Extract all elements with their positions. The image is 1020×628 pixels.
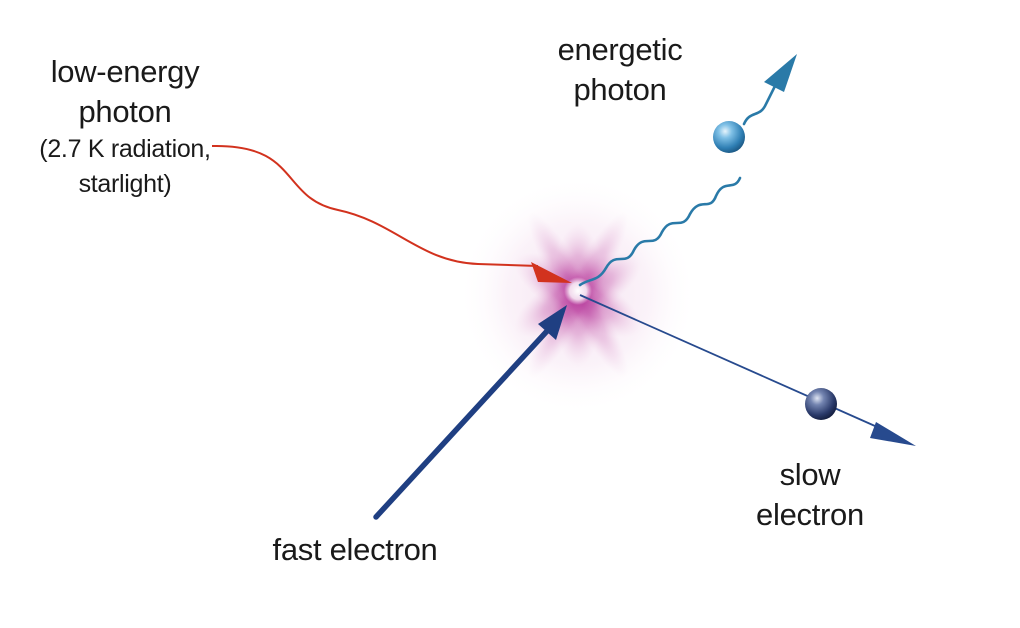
fast-electron-label: fast electron [240, 530, 470, 570]
photon-ball [713, 121, 745, 153]
energetic-photon-wave [578, 54, 797, 287]
low-energy-line4: starlight) [78, 170, 172, 198]
energetic-line1: energetic [557, 32, 683, 67]
low-energy-line1: low-energy [50, 54, 200, 89]
slow-line1: slow [779, 457, 841, 492]
slow-electron-label: slow electron [730, 455, 890, 535]
low-energy-line2: photon [78, 94, 172, 129]
fast-electron-text: fast electron [272, 532, 438, 567]
fast-electron-arrow [373, 305, 567, 520]
energetic-line2: photon [573, 72, 667, 107]
slow-line2: electron [756, 497, 864, 532]
low-energy-line3: (2.7 K radiation, [39, 135, 211, 163]
energetic-photon-label: energetic photon [520, 30, 720, 110]
collision-glow [458, 175, 698, 415]
electron-ball [805, 388, 837, 420]
low-energy-photon-label: low-energy photon (2.7 K radiation, star… [15, 52, 235, 202]
incoming-photon-arrow [211, 144, 572, 283]
